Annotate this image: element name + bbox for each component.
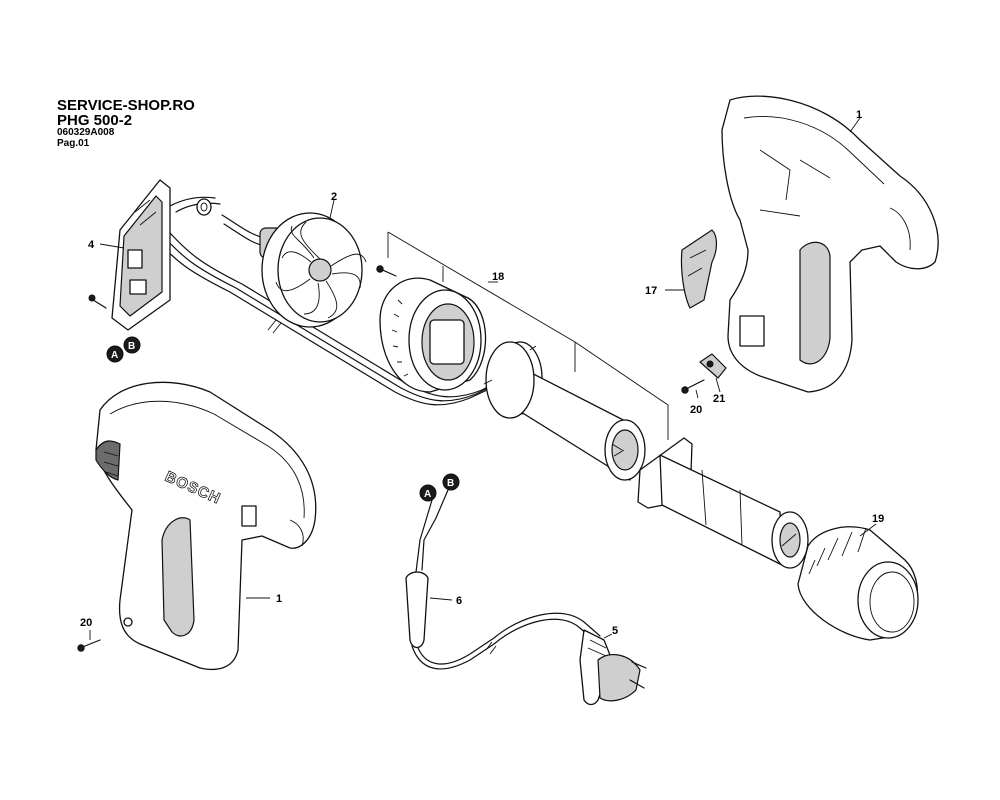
connector-b-cord-label: B (447, 478, 454, 489)
connector-a-cord-marker: A (419, 484, 437, 502)
callout-fan-motor: 2 (331, 191, 337, 203)
callout-housing-right: 1 (856, 109, 862, 121)
connector-b-marker: B (123, 336, 141, 354)
connector-a-label: A (111, 350, 118, 361)
fan-motor (221, 212, 367, 328)
power-cord (405, 489, 601, 670)
model-name: PHG 500-2 (57, 112, 133, 129)
heater-tube (483, 341, 646, 481)
callout-switch: 4 (88, 239, 95, 251)
callout-cord: 6 (456, 595, 462, 607)
housing-right-half (721, 95, 939, 393)
fan-screw (376, 265, 397, 277)
shop-name: SERVICE-SHOP.RO (57, 97, 195, 114)
switch-screw (88, 294, 107, 309)
connector-a-cord-label: A (424, 489, 431, 500)
callout-screw-upper: 20 (690, 404, 702, 416)
part-code: 060329A008 (57, 127, 115, 138)
heater-sleeve (637, 437, 809, 569)
callout-plug: 5 (612, 625, 618, 637)
lower-screw (77, 639, 101, 652)
internal-wiring (124, 196, 509, 406)
callout-strain-relief: 21 (713, 393, 725, 405)
connector-b-label: B (128, 341, 135, 352)
fan-housing-ring (379, 277, 487, 393)
upper-screw (681, 379, 705, 394)
grommet-ring (196, 198, 212, 216)
strain-relief (699, 353, 727, 379)
housing-left-half: BOSCH (95, 381, 317, 671)
heater-assembly-bracket (387, 231, 669, 440)
switch-board (111, 179, 171, 331)
power-plug (579, 629, 647, 706)
callout-nozzle-cap: 19 (872, 513, 884, 525)
callout-heater-assembly: 18 (492, 271, 504, 283)
connector-a-marker: A (106, 345, 124, 363)
clip (680, 229, 718, 309)
connector-b-cord-marker: B (442, 473, 460, 491)
callout-housing-left: 1 (276, 593, 282, 605)
callout-screw-lower: 20 (80, 617, 92, 629)
page-number: Pag.01 (57, 138, 90, 149)
callout-clip: 17 (645, 285, 657, 297)
nozzle-cap (797, 526, 919, 641)
